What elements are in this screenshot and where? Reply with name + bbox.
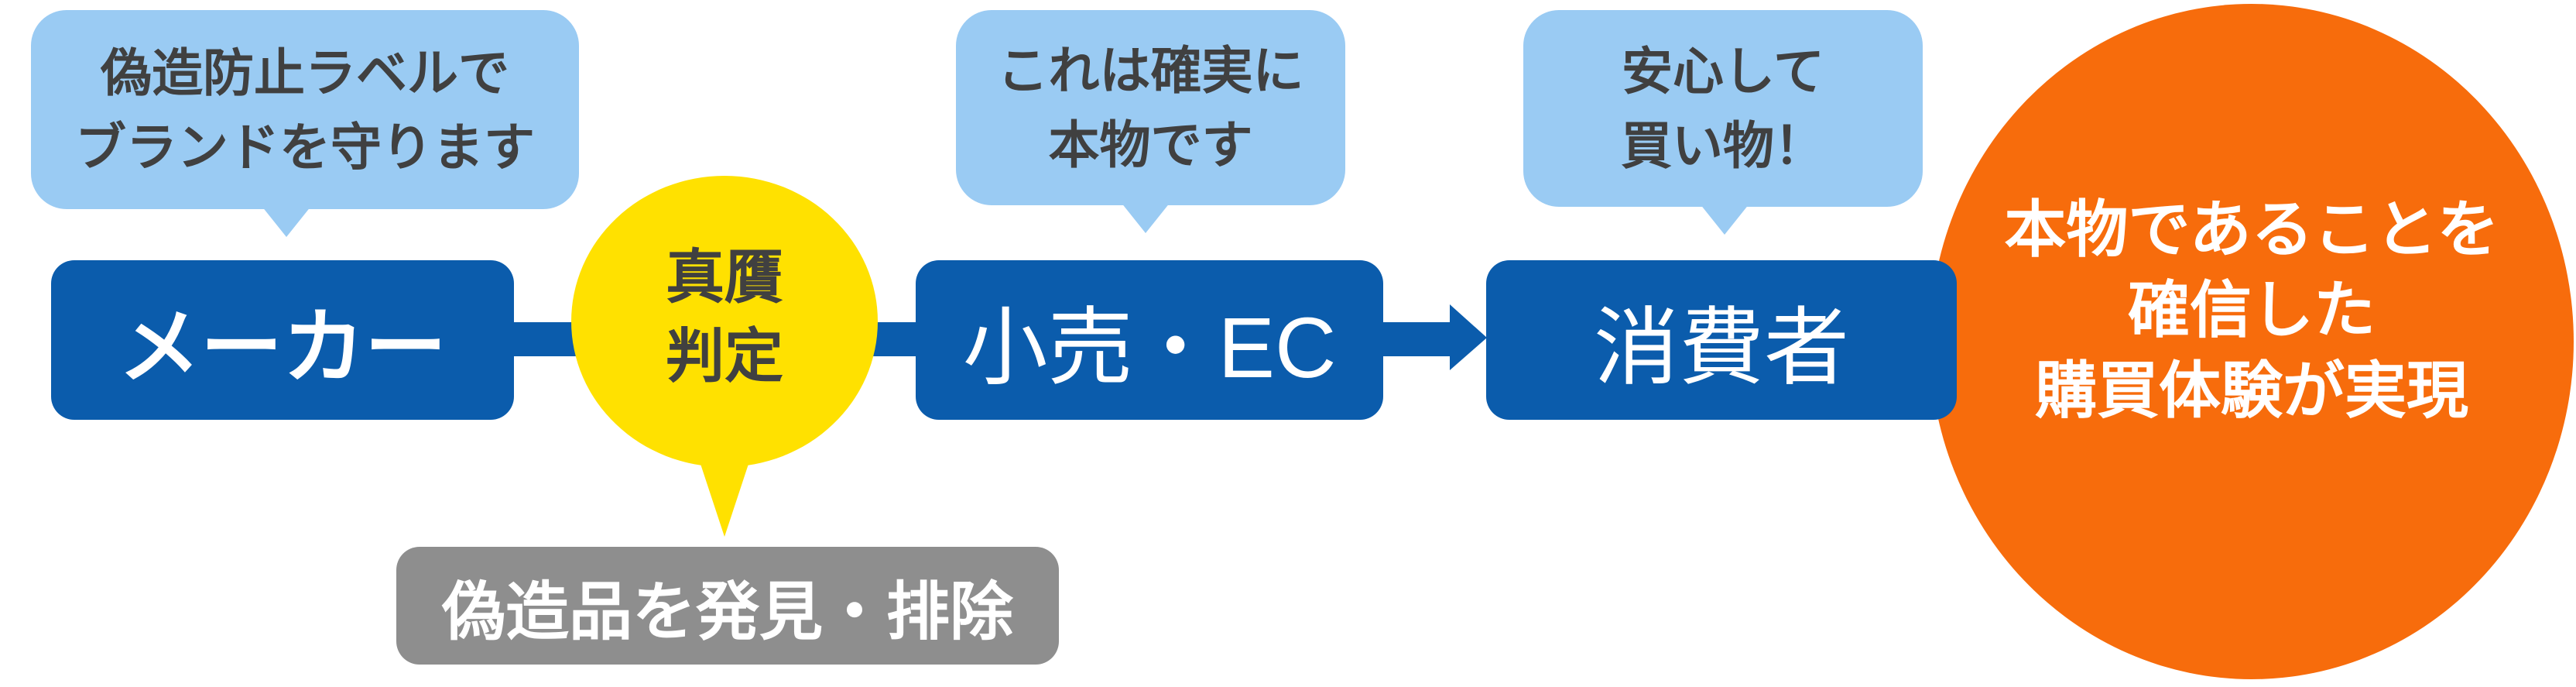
result-line-3: 購買体験が実現 [2035,356,2468,425]
node-retail-label: 小売・EC [962,301,1337,396]
speech-bubble-retail: これは確実に 本物です [956,10,1345,205]
judgment-balloon-tail [698,457,751,537]
result-circle: 本物であることを 確信した 購買体験が実現 [1930,4,2574,679]
speech-bubble-consumer: 安心して 買い物！ [1523,10,1923,207]
gray-note-box: 偽造品を発見・排除 [396,547,1059,665]
speech-bubble-maker-tail [262,206,311,237]
judgment-line-1: 真贋 [666,245,783,311]
bubble-consumer-line-2: 買い物！ [1621,117,1825,174]
speech-bubble-retail-tail [1121,202,1170,233]
result-circle-text: 本物であることを 確信した 購買体験が実現 [1930,4,2574,679]
gray-note-label: 偽造品を発見・排除 [441,576,1013,647]
speech-bubble-consumer-tail [1700,204,1749,235]
speech-bubble-maker: 偽造防止ラベルで ブランドを守ります [31,10,579,209]
bubble-retail-line-2: 本物です [1048,116,1253,173]
node-consumer-label: 消費者 [1594,301,1849,396]
judgment-line-2: 判定 [666,324,783,390]
result-line-1: 本物であることを [2004,195,2499,264]
bubble-consumer-line-1: 安心して [1621,43,1825,100]
node-consumer: 消費者 [1486,260,1957,420]
node-maker-label: メーカー [118,302,447,393]
bubble-retail-line-1: これは確実に [997,42,1304,99]
bubble-maker-line-1: 偽造防止ラベルで [101,43,509,101]
node-retail: 小売・EC [916,260,1383,420]
result-line-2: 確信した [2128,276,2376,345]
arrow-retail-consumer-head [1450,304,1487,370]
judgment-balloon: 真贋 判定 [571,176,878,467]
arrow-retail-consumer-shaft [1383,322,1450,356]
node-maker: メーカー [51,260,514,420]
bubble-maker-line-2: ブランドを守ります [75,118,535,176]
